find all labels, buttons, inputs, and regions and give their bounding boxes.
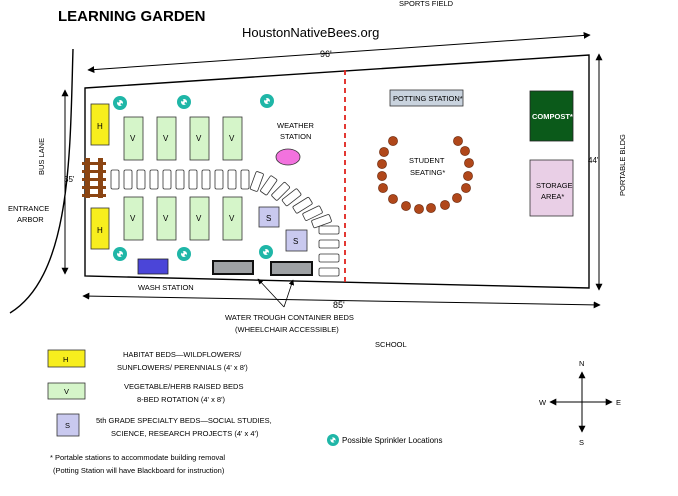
compass-north: N	[579, 359, 584, 368]
veg-letter-3: V	[196, 134, 202, 143]
compost-label: COMPOST*	[532, 112, 573, 121]
habitat-bed-bottom-letter: H	[97, 226, 103, 235]
weather-station	[275, 148, 301, 166]
legend-specialty-text-1: 5th GRADE SPECIALTY BEDS—SOCIAL STUDIES,	[96, 416, 272, 425]
water-trough-label-1: WATER TROUGH CONTAINER BEDS	[225, 313, 354, 322]
water-trough-label-2: (WHEELCHAIR ACCESSIBLE)	[235, 325, 339, 334]
legend-sprinkler-text: Possible Sprinkler Locations	[342, 436, 443, 445]
potting-station-label: POTTING STATION*	[393, 94, 463, 103]
portable-bldg-label: PORTABLE BLDG	[618, 134, 627, 196]
student-seating-label-2: SEATING*	[410, 168, 445, 177]
legend-vegetable-text-1: VEGETABLE/HERB RAISED BEDS	[124, 382, 243, 391]
habitat-bed-top-letter: H	[97, 122, 103, 131]
garden-boundary	[84, 54, 590, 289]
legend-habitat-letter: H	[63, 355, 68, 364]
footnote-line-2: (Potting Station will have Blackboard fo…	[53, 466, 225, 475]
trough-arrow-1	[257, 278, 285, 308]
legend-habitat-text-2: SUNFLOWERS/ PERENNIALS (4' x 8')	[117, 363, 248, 372]
veg-letter-8: V	[229, 214, 235, 223]
student-seating-label-1: STUDENT	[409, 156, 445, 165]
dimension-bottom: 85'	[333, 300, 345, 310]
specialty-bed-1-letter: S	[266, 214, 271, 223]
student-seating	[377, 136, 474, 214]
veg-letter-5: V	[130, 214, 136, 223]
compass-west: W	[539, 398, 547, 407]
weather-station-label-1: WEATHER	[277, 121, 315, 130]
trough-arrow-2	[283, 279, 295, 308]
path-pavers	[110, 169, 340, 277]
wash-station	[137, 258, 169, 275]
storage-label-2: AREA*	[541, 192, 564, 201]
vegetable-beds-top	[123, 116, 243, 161]
dimension-top-arrow	[87, 31, 591, 74]
bus-lane-label: BUS LANE	[37, 138, 46, 175]
veg-letter-1: V	[130, 134, 136, 143]
sports-field-label: SPORTS FIELD	[399, 0, 454, 8]
specialty-bed-2	[285, 229, 308, 252]
potting-station	[389, 89, 464, 107]
legend-habitat-text-1: HABITAT BEDS—WILDFLOWERS/	[123, 350, 242, 359]
dimension-bottom-arrow	[82, 292, 601, 309]
legend-specialty-swatch	[56, 413, 80, 437]
legend-specialty-text-2: SCIENCE, RESEARCH PROJECTS (4' x 4')	[111, 429, 259, 438]
specialty-bed-1	[258, 206, 280, 228]
veg-letter-7: V	[196, 214, 202, 223]
veg-letter-4: V	[229, 134, 235, 143]
specialty-bed-2-letter: S	[293, 237, 298, 246]
veg-letter-6: V	[163, 214, 169, 223]
veg-letter-2: V	[163, 134, 169, 143]
dimension-right: 44'	[588, 156, 599, 165]
dimension-left: 35'	[64, 175, 75, 184]
compass	[549, 371, 613, 433]
legend-vegetable-text-2: 8-BED ROTATION (4' x 8')	[137, 395, 226, 404]
compost-area	[529, 90, 574, 142]
entrance-arbor-label-1: ENTRANCE	[8, 204, 49, 213]
habitat-bed-top	[90, 103, 110, 146]
vegetable-beds-bottom	[123, 196, 243, 241]
legend-specialty-letter: S	[65, 421, 70, 430]
legend-habitat-swatch	[47, 349, 86, 368]
compass-south: S	[579, 438, 584, 447]
legend-vegetable-swatch	[47, 382, 86, 400]
legend-vegetable-letter: V	[64, 387, 69, 396]
water-trough-bed-2	[270, 261, 313, 276]
dimension-top: 96'	[320, 49, 332, 59]
wash-station-label: WASH STATION	[138, 283, 194, 292]
legend-sprinkler-icon	[327, 434, 339, 446]
storage-area	[529, 159, 574, 217]
compass-east: E	[616, 398, 621, 407]
website-label: HoustonNativeBees.org	[242, 25, 379, 40]
entrance-arbor-label-2: ARBOR	[17, 215, 44, 224]
weather-station-label-2: STATION	[280, 132, 311, 141]
entrance-arbor	[82, 158, 106, 198]
sprinkler-icons	[113, 94, 274, 261]
page-title: LEARNING GARDEN	[58, 8, 206, 25]
storage-label-1: STORAGE	[536, 181, 573, 190]
habitat-bed-bottom	[90, 207, 110, 250]
footnote-line-1: * Portable stations to accommodate build…	[50, 453, 225, 462]
water-trough-bed-1	[212, 260, 254, 275]
school-label: SCHOOL	[375, 340, 407, 349]
